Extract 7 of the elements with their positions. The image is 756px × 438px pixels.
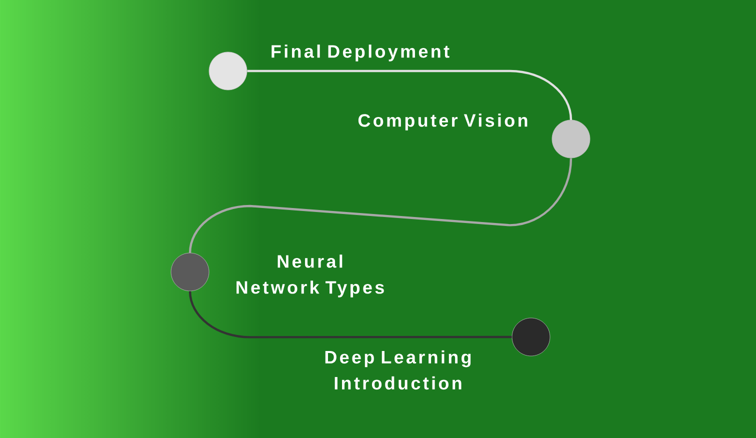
connector-line <box>188 158 572 254</box>
connector-line <box>188 291 512 338</box>
connector-line <box>247 70 572 122</box>
step-label: Deep Learning Introduction <box>325 350 471 390</box>
step-label: Neural Network Types <box>236 254 384 298</box>
step-label: Computer Vision <box>358 114 528 130</box>
step-label: Final Deployment <box>272 44 450 62</box>
